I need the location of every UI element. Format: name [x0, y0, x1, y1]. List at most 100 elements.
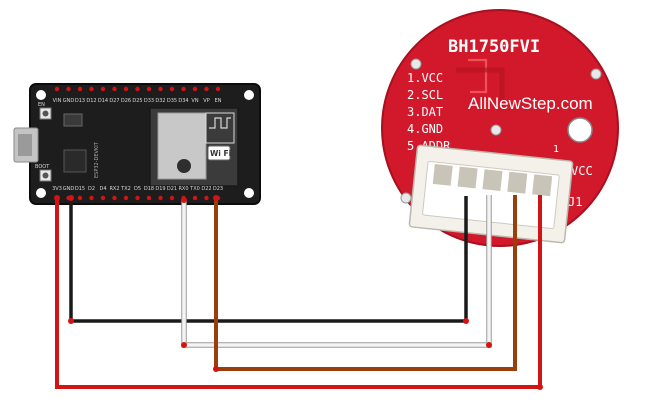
- header-pin: [66, 86, 71, 92]
- vcc-wire-end: [54, 195, 60, 201]
- sensor-pin-label: 1.VCC: [407, 71, 443, 85]
- vcc-wire: [55, 195, 542, 389]
- pin-label: VP: [203, 98, 209, 104]
- pin-label: TX2: [120, 186, 131, 192]
- mounting-hole: [410, 58, 422, 70]
- pcb-antenna: [209, 117, 231, 129]
- svg-text:ESP32-DEVKIT: ESP32-DEVKIT: [94, 141, 100, 178]
- sensor-title: BH1750FVI: [448, 37, 540, 57]
- header-pin: [181, 86, 186, 92]
- en-button-label: EN: [38, 102, 45, 108]
- pin-label: D21: [167, 186, 177, 192]
- wifi-badge-text: Wi Fi: [210, 149, 231, 158]
- sda-wire-end: [213, 195, 219, 201]
- pin-label: VIN: [53, 98, 62, 104]
- pin-label: D22: [201, 186, 211, 192]
- mounting-hole: [36, 90, 46, 100]
- pin-label: RX2: [109, 186, 119, 192]
- sensor-pin-label: 2.SCL: [407, 88, 443, 102]
- header-pin: [135, 195, 140, 201]
- wires: [54, 195, 543, 390]
- pin-label: D27: [109, 98, 119, 104]
- pin-label: D34: [178, 98, 188, 104]
- mounting-hole: [244, 90, 254, 100]
- pin-label: D13: [75, 98, 85, 104]
- pin-label: RX0: [178, 186, 188, 192]
- pin-label: D18: [144, 186, 154, 192]
- large-mounting-hole: [567, 117, 593, 143]
- wire-junction: [486, 342, 492, 348]
- header-pin: [123, 86, 129, 92]
- mounting-hole: [36, 188, 46, 198]
- pin-label: D26: [121, 98, 131, 104]
- connector-label: J1: [568, 195, 582, 209]
- wifi-badge: [207, 145, 231, 161]
- header-pin: [77, 195, 83, 201]
- pin-label: D23: [213, 186, 223, 192]
- header-pin: [146, 86, 152, 92]
- header-pin: [192, 195, 198, 201]
- gnd-wire-end: [68, 195, 74, 201]
- antenna-area: [205, 112, 235, 144]
- mounting-hole: [400, 192, 412, 204]
- pin-label: D5: [134, 186, 141, 192]
- mounting-hole: [590, 68, 602, 80]
- wire-junction: [537, 384, 543, 390]
- header-pin: [135, 86, 140, 92]
- pin-label: D25: [132, 98, 142, 104]
- header-pin: [204, 195, 209, 201]
- bh1750-sensor-board: BH1750FVI 1.VCC 2.SCL 3.DAT 4.GND 5.ADDR…: [381, 9, 619, 247]
- header-pin: [77, 86, 83, 92]
- pin-label: EN: [215, 98, 222, 104]
- wire-junction: [463, 318, 469, 324]
- pin-one-marker: 1: [553, 144, 559, 155]
- pin-label: GND: [63, 186, 75, 192]
- pin-label: D19: [155, 186, 165, 192]
- sensor-pin-label: 3.DAT: [407, 105, 443, 119]
- wire-junction: [68, 318, 74, 324]
- pin-label: 3V3: [52, 186, 62, 192]
- via-hole: [490, 124, 502, 136]
- header-pin: [89, 195, 94, 201]
- header-pin: [89, 86, 94, 92]
- pin-label: GND: [63, 98, 75, 104]
- pin-label: D14: [98, 98, 108, 104]
- header-pin: [169, 195, 175, 201]
- sensor-pin-label: 4.GND: [407, 122, 443, 136]
- jst-connector: [408, 144, 574, 244]
- pin-label: D35: [167, 98, 177, 104]
- boot-button-label: BOOT: [35, 164, 50, 170]
- header-pin: [192, 86, 198, 92]
- pin-label: D12: [86, 98, 96, 104]
- scl-wire: [182, 195, 491, 347]
- header-pin: [169, 86, 175, 92]
- usb-uart-chip: [63, 149, 87, 173]
- pin-label: TX0: [189, 186, 200, 192]
- header-pin: [54, 86, 60, 92]
- pin-label: D2: [88, 186, 95, 192]
- voltage-regulator: [63, 113, 83, 127]
- header-pin: [158, 195, 163, 201]
- wire-junction: [181, 342, 187, 348]
- header-pin: [158, 86, 163, 92]
- header-pin: [146, 195, 152, 201]
- pin-label: D4: [99, 186, 106, 192]
- scl-wire-end: [181, 197, 187, 203]
- gnd-wire: [69, 196, 468, 323]
- pin-label: VN: [191, 98, 198, 104]
- pin-label: D33: [144, 98, 154, 104]
- header-pin: [112, 195, 117, 201]
- watermark-text: AllNewStep.com: [468, 94, 593, 113]
- header-pin: [204, 86, 209, 92]
- header-pin: [100, 86, 106, 92]
- vcc-label: VCC: [571, 164, 593, 178]
- header-pin: [100, 195, 106, 201]
- sda-wire: [214, 195, 517, 371]
- mounting-hole: [244, 188, 254, 198]
- pin-label: D32: [155, 98, 165, 104]
- espressif-logo: [177, 159, 191, 173]
- header-pin: [215, 86, 221, 92]
